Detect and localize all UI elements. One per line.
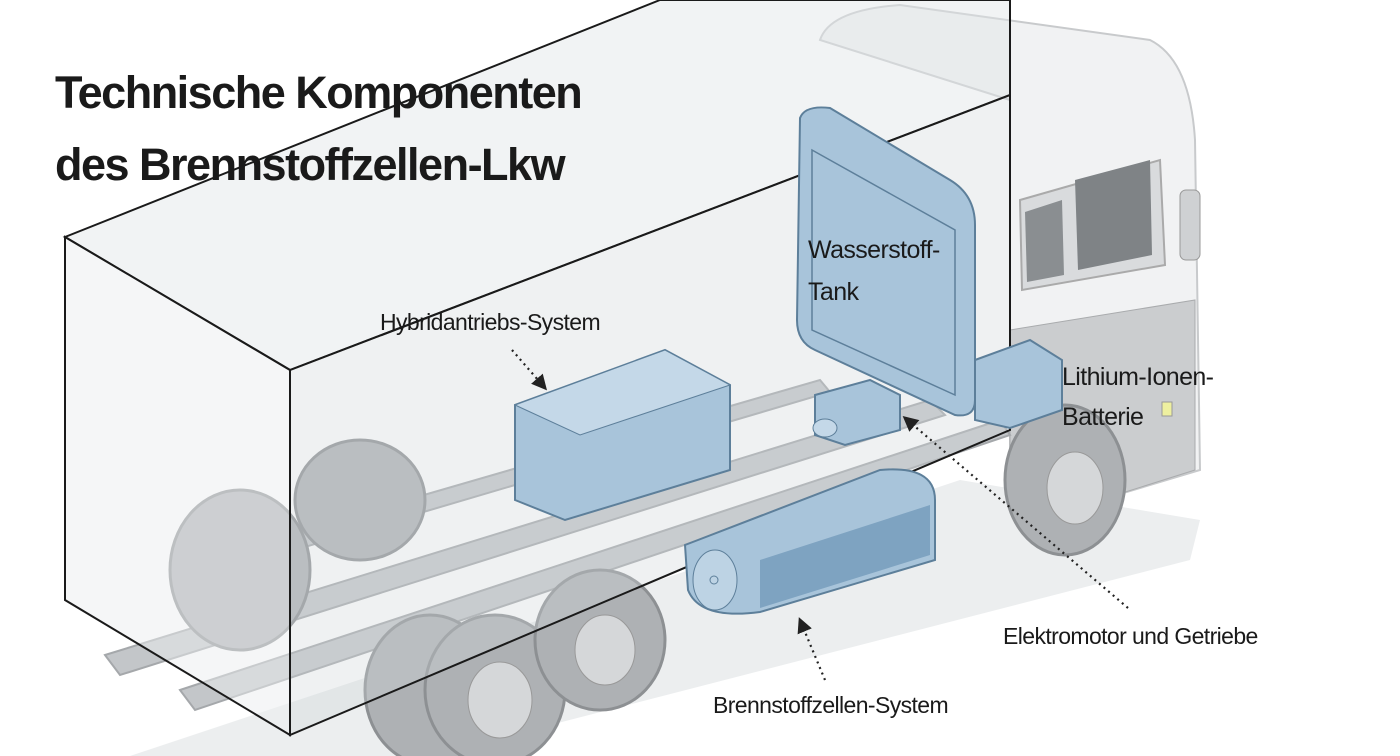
hybrid-pointer	[511, 349, 548, 391]
label-electric-motor: Elektromotor und Getriebe	[1003, 623, 1258, 649]
hybrid-drive-system	[513, 348, 732, 522]
label-battery-1: Lithium-Ionen-	[1062, 363, 1214, 391]
label-fuel-cell-system: Brennstoffzellen-System	[713, 692, 948, 718]
electric-motor-gearbox	[812, 378, 901, 447]
fuel-cell-pointer	[797, 617, 827, 681]
lithium-ion-battery	[974, 338, 1063, 430]
motor-pointer	[902, 416, 1129, 609]
label-hybrid-system: Hybridantriebs-System	[380, 309, 600, 335]
title-line-2: des Brennstoffzellen-Lkw	[55, 139, 567, 190]
hydrogen-tank	[795, 106, 976, 417]
label-hydrogen-tank-2: Tank	[808, 278, 860, 306]
title-line-1: Technische Komponenten	[55, 67, 581, 118]
label-battery-2: Batterie	[1062, 403, 1143, 431]
label-hydrogen-tank-1: Wasserstoff-	[808, 236, 940, 264]
fuel-cell-system	[683, 468, 936, 615]
